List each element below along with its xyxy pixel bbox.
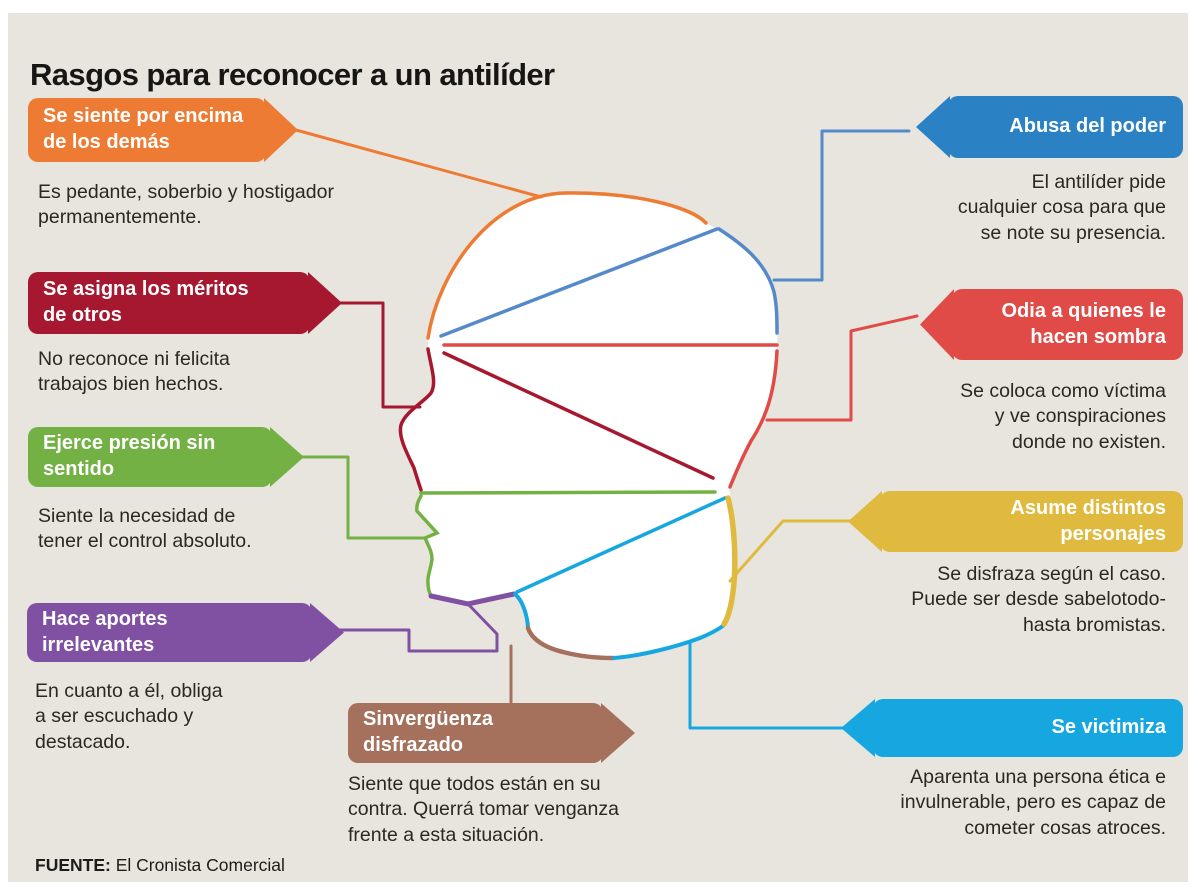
trait-label-se-victimiza: Se victimiza: [873, 699, 1183, 757]
trait-label-se-siente-por-encima: Se siente por encima de los demás: [28, 98, 266, 162]
head-segment-blue-diagonal: [439, 227, 719, 338]
head-segment-crown-orange: [426, 191, 708, 340]
trait-label-hace-aportes: Hace aportes irrelevantes: [27, 603, 312, 662]
trait-label-text: Abusa del poder: [1009, 115, 1166, 138]
connector-se-siente: [294, 128, 543, 199]
trait-description: Es pedante, soberbio y hostigador perman…: [38, 181, 334, 229]
trait-label-text: Asume distintos personajes: [1010, 496, 1166, 545]
source-label: FUENTE:: [35, 855, 111, 875]
trait-description: Siente que todos están en su contra. Que…: [348, 773, 619, 846]
trait-description: Siente la necesidad de tener el control …: [38, 505, 252, 553]
trait-label-odia-sombra: Odia a quienes le hacen sombra: [952, 289, 1183, 360]
trait-label-text: Sinvergüenza disfrazado: [363, 708, 494, 756]
trait-label-text: Hace aportes irrelevantes: [42, 607, 168, 656]
head-segment-red-right-curve: [728, 349, 779, 489]
connector-hace-aportes: [335, 603, 499, 653]
head-segment-green-nose: [415, 494, 440, 598]
head-segment-cyan-chin-front: [513, 592, 530, 629]
trait-label-sinverguenza: Sinvergüenza disfrazado: [348, 703, 603, 763]
connector-odia: [765, 314, 919, 422]
trait-label-asume-personajes: Asume distintos personajes: [880, 491, 1183, 552]
source-name: El Cronista Comercial: [110, 855, 285, 875]
trait-label-text: Se siente por encima de los demás: [43, 105, 244, 153]
head-segment-blue-right: [717, 227, 779, 335]
trait-description: Aparenta una persona ética e invulnerabl…: [900, 766, 1166, 839]
trait-label-text: Ejerce presión sin sentido: [43, 432, 216, 480]
trait-label-text: Se asigna los méritos de otros: [43, 278, 249, 326]
connector-se-asigna: [330, 301, 422, 409]
trait-description: Se disfraza según el caso. Puede ser des…: [911, 563, 1166, 636]
head-segment-yellow-back: [721, 495, 738, 627]
head-segment-purple-chin: [428, 591, 517, 607]
trait-description: En cuanto a él, obliga a ser escuchado y…: [35, 680, 223, 753]
head-segment-darkred-profile: [398, 347, 436, 492]
trait-label-se-asigna-meritos: Se asigna los méritos de otros: [28, 272, 310, 334]
connector-asume: [728, 519, 851, 583]
head-segment-brown-jaw: [525, 625, 616, 661]
source-credit: FUENTE: El Cronista Comercial: [35, 855, 285, 876]
trait-description: El antilíder pide cualquier cosa para qu…: [957, 171, 1166, 244]
page-title: Rasgos para reconocer a un antilíder: [30, 56, 555, 92]
trait-description: No reconoce ni felicita trabajos bien he…: [38, 348, 230, 396]
trait-label-abusa-del-poder: Abusa del poder: [948, 96, 1183, 158]
head-segment-green-horizontal: [419, 490, 717, 495]
trait-label-text: Se victimiza: [1051, 716, 1166, 739]
trait-label-text: Odia a quienes le hacen sombra: [1001, 299, 1166, 348]
head-silhouette: [400, 192, 778, 658]
trait-label-ejerce-presion: Ejerce presión sin sentido: [28, 427, 272, 487]
connector-ejerce-presion: [284, 455, 426, 540]
head-segment-cyan-diagonal: [515, 496, 727, 594]
connector-se-victimiza: [688, 640, 851, 730]
trait-description: Se coloca como víctima y ve conspiracion…: [960, 380, 1166, 453]
head-segment-darkred-diagonal: [442, 351, 715, 480]
head-segment-cyan-jaw: [612, 623, 726, 660]
connector-abusa-del-poder: [772, 129, 911, 282]
